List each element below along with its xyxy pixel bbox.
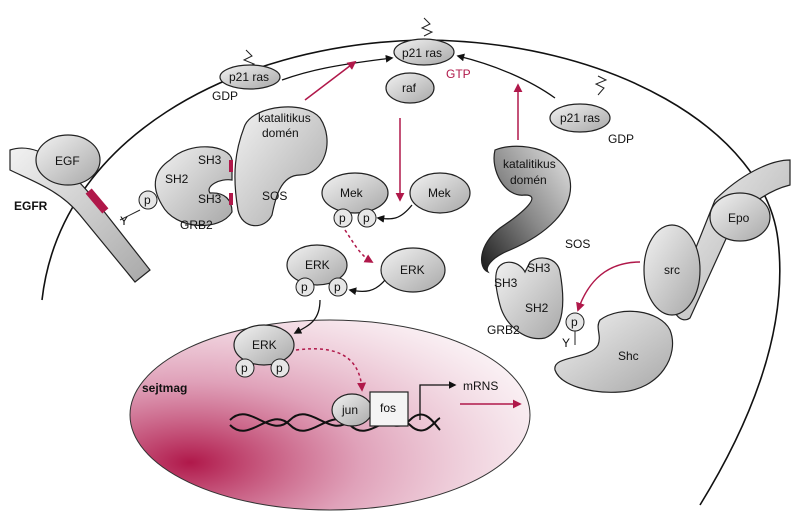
arrow-erk-to-jun bbox=[295, 348, 367, 392]
egfr-phospho bbox=[138, 190, 158, 210]
sos-left bbox=[234, 106, 328, 227]
raf-label: raf bbox=[402, 81, 417, 95]
grb2-left-sh3-bottom: SH3 bbox=[198, 192, 222, 206]
sh3-right-b: SH3 bbox=[494, 276, 518, 290]
egf-ligand bbox=[35, 134, 101, 186]
mek-phospho-1-label: p bbox=[339, 211, 346, 225]
mek-right-label: Mek bbox=[428, 186, 452, 200]
grb2-left-sh3-top: SH3 bbox=[198, 153, 222, 167]
fos-label: fos bbox=[380, 401, 396, 415]
grb2-left-sh3-mark-1 bbox=[229, 160, 233, 172]
gtp-label: GTP bbox=[446, 67, 471, 81]
erk-phospho-2-label: p bbox=[334, 280, 341, 294]
shc-y-label: Y bbox=[562, 336, 570, 350]
mek-phospho-1 bbox=[333, 208, 353, 228]
erk-right-label: ERK bbox=[400, 263, 425, 277]
gdp-left-label: GDP bbox=[212, 89, 238, 103]
p21ras-gtp bbox=[393, 38, 455, 66]
katalitikus-right: katalitikus bbox=[503, 157, 556, 171]
mek-left-label: Mek bbox=[340, 186, 364, 200]
domen-left: domén bbox=[262, 126, 299, 140]
grb2-left bbox=[154, 146, 233, 226]
mek-left bbox=[321, 172, 389, 214]
erk-left bbox=[286, 244, 348, 286]
p21ras-gdp-right-label: p21 ras bbox=[560, 111, 600, 125]
arrow-erk-activation bbox=[348, 279, 386, 296]
p21ras-gtp-label: p21 ras bbox=[402, 46, 442, 60]
ras-gtp-anchor bbox=[420, 17, 434, 37]
erk-nuc-phospho-1-label: p bbox=[241, 361, 248, 375]
grb2-left-sh2: SH2 bbox=[165, 172, 189, 186]
egfr-phospho-label: p bbox=[144, 193, 151, 207]
erk-phospho-1-label: p bbox=[301, 280, 308, 294]
p21ras-gdp-left-label: p21 ras bbox=[229, 70, 269, 84]
arrow-mek-activation bbox=[376, 204, 413, 223]
sos-right bbox=[481, 145, 572, 274]
nucleus bbox=[129, 319, 531, 511]
grb2-right bbox=[495, 257, 564, 340]
erk-phospho-1 bbox=[295, 277, 315, 297]
grb2-left-sh3-mark-2 bbox=[229, 193, 233, 205]
erk-nuc-phospho-2-label: p bbox=[276, 361, 283, 375]
src-label: src bbox=[664, 263, 680, 277]
egfr-y-label: Y bbox=[120, 214, 128, 228]
arrow-mek-to-erk bbox=[344, 229, 374, 263]
sos-right-label: SOS bbox=[565, 237, 590, 251]
epo-ligand bbox=[709, 192, 771, 242]
ras-right-anchor bbox=[594, 75, 608, 96]
cell-membrane bbox=[41, 39, 781, 506]
erk-nucleus-label: ERK bbox=[252, 338, 277, 352]
arrow-erk-to-nucleus bbox=[293, 299, 321, 334]
shc bbox=[554, 310, 674, 393]
erk-phospho-2 bbox=[328, 277, 348, 297]
arrow-gdp-to-gtp-left bbox=[281, 54, 394, 81]
shc-label: Shc bbox=[618, 349, 639, 363]
arrow-sos-to-ras bbox=[304, 60, 357, 101]
grb2-right-label: GRB2 bbox=[487, 323, 520, 337]
mek-phospho-2-label: p bbox=[363, 211, 370, 225]
domen-right: domén bbox=[510, 173, 547, 187]
mek-phospho-2 bbox=[357, 208, 377, 228]
raf bbox=[385, 72, 435, 104]
erk-right bbox=[380, 247, 446, 293]
src bbox=[643, 224, 701, 316]
gdp-right-label: GDP bbox=[608, 132, 634, 146]
arrow-src-to-shc bbox=[576, 261, 641, 312]
sh2-right: SH2 bbox=[525, 301, 549, 315]
egf-label: EGF bbox=[55, 154, 80, 168]
erk-nuc-phospho-1 bbox=[235, 358, 255, 378]
sejtmag-label: sejtmag bbox=[142, 381, 187, 395]
mrns-label: mRNS bbox=[463, 379, 498, 393]
arrow-gdp-to-gtp-right bbox=[456, 53, 556, 99]
katalitikus-left: katalitikus bbox=[258, 111, 311, 125]
shc-phospho-label: p bbox=[571, 315, 578, 329]
erk-nuc-phospho-2 bbox=[270, 358, 290, 378]
erk-nucleus bbox=[233, 324, 295, 366]
transcription-start bbox=[419, 381, 457, 420]
grb2-left-label: GRB2 bbox=[180, 218, 213, 232]
egfr-label: EGFR bbox=[14, 199, 48, 213]
egfr-y-stem bbox=[119, 209, 141, 221]
mek-right bbox=[409, 172, 471, 214]
sos-left-label: SOS bbox=[262, 189, 287, 203]
erk-left-label: ERK bbox=[305, 258, 330, 272]
fos bbox=[369, 391, 409, 427]
epo-label: Epo bbox=[728, 211, 750, 225]
p21ras-gdp-left bbox=[219, 64, 281, 90]
sh3-right-a: SH3 bbox=[527, 261, 551, 275]
jun-label: jun bbox=[341, 403, 358, 417]
p21ras-gdp-right bbox=[549, 103, 611, 133]
